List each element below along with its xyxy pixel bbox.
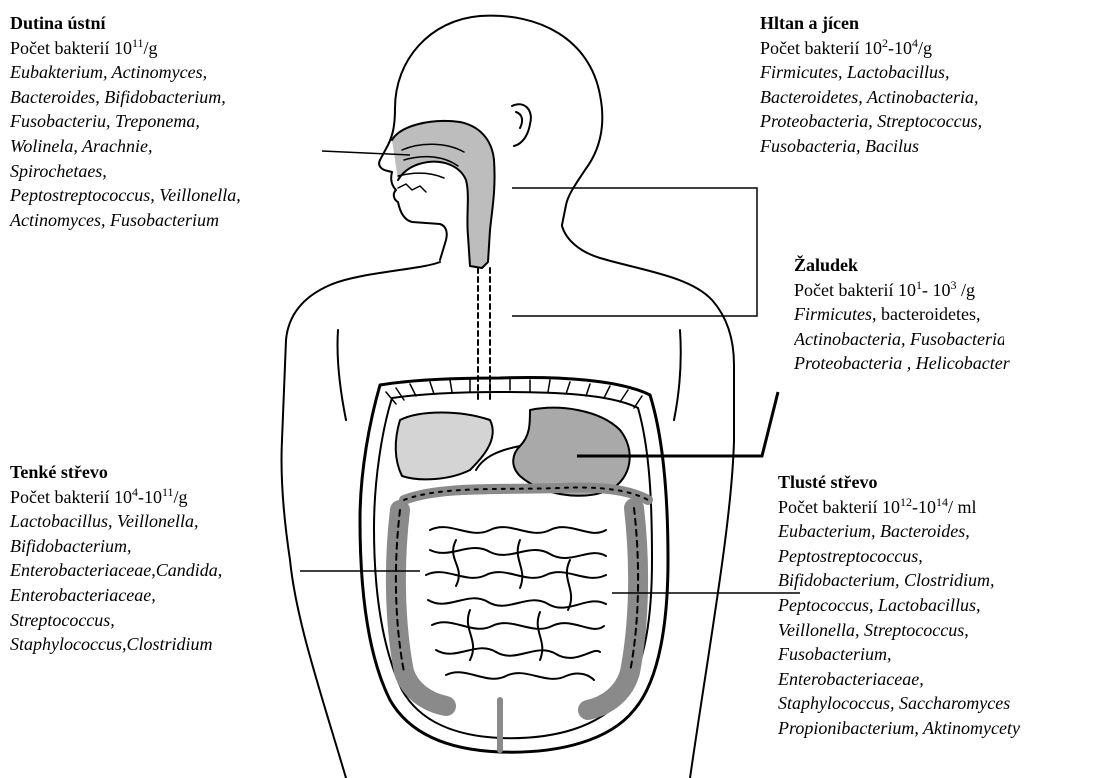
leader-throat bbox=[512, 188, 757, 316]
species-line: Lactobacillus, Veillonella, bbox=[10, 509, 222, 534]
liver bbox=[396, 413, 493, 480]
label-pharynx-esophagus: Hltan a jícen Počet bakterií 102-104/g F… bbox=[760, 11, 982, 159]
species-line: Proteobacteria , Helicobacter bbox=[794, 351, 1010, 376]
species-line: Enterobacteriaceae,Candida, bbox=[10, 558, 222, 583]
species-line: Bifidobacterium, Clostridium, bbox=[778, 568, 1020, 593]
label-large-intestine: Tlusté střevo Počet bakterií 1012-1014/ … bbox=[778, 470, 1020, 741]
species-line: Bacteroidetes, Actinobacteria, bbox=[760, 85, 982, 110]
species-line: Firmicutes, Lactobacillus, bbox=[760, 60, 982, 85]
right-shoulder bbox=[562, 226, 734, 440]
label-title: Dutina ústní bbox=[10, 11, 241, 36]
ascending-colon bbox=[396, 510, 446, 706]
species-line: Proteobacteria, Streptococcus, bbox=[760, 109, 982, 134]
bacteria-count: Počet bakterií 104-1011/g bbox=[10, 485, 222, 510]
species-line: Fusobacterium, bbox=[778, 642, 1020, 667]
species-line: Eubakterium, Actinomyces, bbox=[10, 60, 241, 85]
species-line: Fusobacteria, Bacilus bbox=[760, 134, 982, 159]
bacteria-count: Počet bakterií 1012-1014/ ml bbox=[778, 495, 1020, 520]
species-line: Enterobacteriaceae, bbox=[778, 667, 1020, 692]
species-line: Firmicutes, bacteroidetes, bbox=[794, 302, 1010, 327]
species-line: Fusobacteriu, Treponema, bbox=[10, 109, 241, 134]
bacteria-count: Počet bakterií 101- 103 /g bbox=[794, 278, 1010, 303]
label-title: Žaludek bbox=[794, 253, 1010, 278]
species-line: Streptococcus, bbox=[10, 608, 222, 633]
species-line: Wolinela, Arachnie, bbox=[10, 134, 241, 159]
species-line: Staphylococcus,Clostridium bbox=[10, 632, 222, 657]
species-line: Spirochetaes, bbox=[10, 159, 241, 184]
stomach-organ bbox=[513, 408, 630, 496]
species-line: Enterobacteriaceae, bbox=[10, 583, 222, 608]
species-line: Bifidobacterium, bbox=[10, 534, 222, 559]
bacteria-count: Počet bakterií 1011/g bbox=[10, 36, 241, 61]
species-line: Bacteroides, Bifidobacterium, bbox=[10, 85, 241, 110]
species-line: Peptococcus, Lactobacillus, bbox=[778, 593, 1020, 618]
label-title: Tlusté střevo bbox=[778, 470, 1020, 495]
species-line: Staphylococcus, Saccharomyces bbox=[778, 691, 1020, 716]
descending-colon bbox=[588, 508, 638, 710]
label-title: Hltan a jícen bbox=[760, 11, 982, 36]
species-line: Actinomyces, Fusobacterium bbox=[10, 208, 241, 233]
species-line: Peptostreptococcus, Veillonella, bbox=[10, 183, 241, 208]
head-outline bbox=[395, 16, 602, 225]
label-small-intestine: Tenké střevo Počet bakterií 104-1011/g L… bbox=[10, 460, 222, 657]
species-line: Actinobacteria, Fusobacteria, bbox=[794, 327, 1010, 352]
label-title: Tenké střevo bbox=[10, 460, 222, 485]
species-line: Eubacterium, Bacteroides, bbox=[778, 519, 1020, 544]
bacteria-count: Počet bakterií 102-104/g bbox=[760, 36, 982, 61]
species-line: Veillonella, Streptococcus, bbox=[778, 618, 1020, 643]
small-intestine-coils bbox=[426, 527, 606, 680]
species-line: Propionibacterium, Aktinomycety bbox=[778, 716, 1020, 741]
label-stomach: Žaludek Počet bakterií 101- 103 /g Firmi… bbox=[794, 253, 1010, 376]
label-oral-cavity: Dutina ústní Počet bakterií 1011/g Eubak… bbox=[10, 11, 241, 232]
species-line: Peptostreptococcus, bbox=[778, 544, 1020, 569]
